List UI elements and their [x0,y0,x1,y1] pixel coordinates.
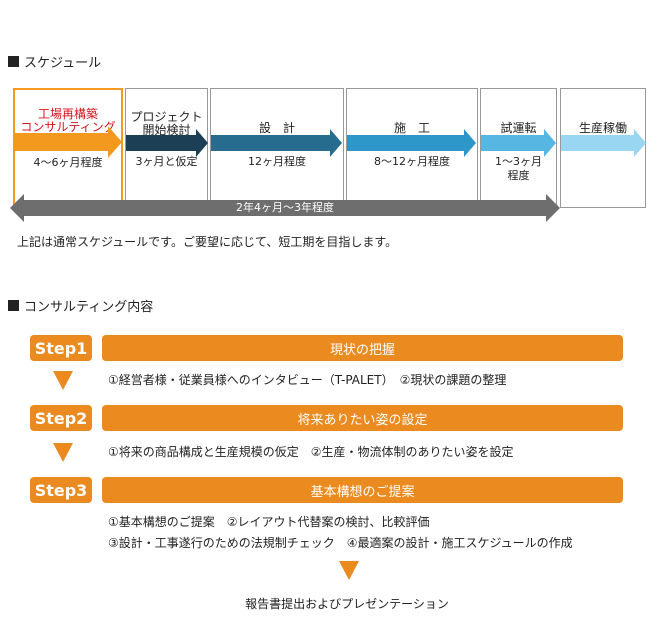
down-triangle-icon [339,561,359,580]
final-output-text: 報告書提出およびプレゼンテーション [245,597,449,611]
phase-title-project-start: プロジェクト 開始検討 [130,110,203,137]
step3-detail-1: ①基本構想のご提案 ②レイアウト代替案の検討、比較評価 [108,515,430,529]
schedule-heading: スケジュール [8,52,101,71]
schedule-heading-text: スケジュール [24,56,102,71]
step3-title-bar: 基本構想のご提案 [102,477,623,503]
consulting-heading-text: コンサルティング内容 [24,300,154,315]
phase-duration-construction: 8～12ヶ月程度 [374,155,450,168]
step2-detail: ①将来の商品構成と生産規模の仮定 ②生産・物流体制のありたい姿を設定 [108,445,514,459]
step3-badge: Step3 [30,477,92,503]
total-span-arrow [10,194,560,222]
step2-title-bar: 将来ありたい姿の設定 [102,405,623,431]
arrow-construction [347,129,476,157]
step1-detail: ①経営者様・従業員様へのインタビュー（T-PALET） ②現状の課題の整理 [108,373,507,387]
phase-title-production: 生産稼働 [578,121,627,135]
phase-title-design: 設 計 [258,121,295,135]
schedule-arrows [10,126,646,222]
final-output: 報告書提出およびプレゼンテーション [0,595,660,612]
down-triangle-icon [53,371,73,390]
step2-badge: Step2 [30,405,92,431]
step1-badge: Step1 [30,335,92,361]
phase-duration-design: 12ヶ月程度 [248,155,306,168]
phase-title-trial-run: 試運転 [500,121,537,135]
arrow-consulting [14,126,122,158]
step3-detail-2: ③設計・工事遂行のための法規制チェック ④最適案の設計・施工スケジュールの作成 [108,536,573,550]
square-bullet-icon [8,56,19,67]
consulting-heading: コンサルティング内容 [8,296,153,315]
step1-title-bar: 現状の把握 [102,335,623,361]
phase-title-consulting: 工場再構築 コンサルティング [20,107,116,134]
phase-duration-consulting: 4～6ヶ月程度 [33,156,103,169]
arrow-project-start [126,129,208,157]
arrow-design [211,129,342,157]
schedule-note: 上記は通常スケジュールです。ご要望に応じて、短工期を目指します。 [17,235,398,249]
down-triangle-icon [53,443,73,462]
arrow-trial-run [481,129,556,157]
phase-duration-trial-run: 1～3ヶ月 程度 [495,155,542,182]
square-bullet-icon [8,300,19,311]
phase-title-construction: 施 工 [393,121,430,135]
phase-duration-project-start: 3ヶ月と仮定 [135,155,198,168]
total-span-label: 2年4ヶ月～3年程度 [236,201,334,214]
arrow-production [561,129,646,157]
